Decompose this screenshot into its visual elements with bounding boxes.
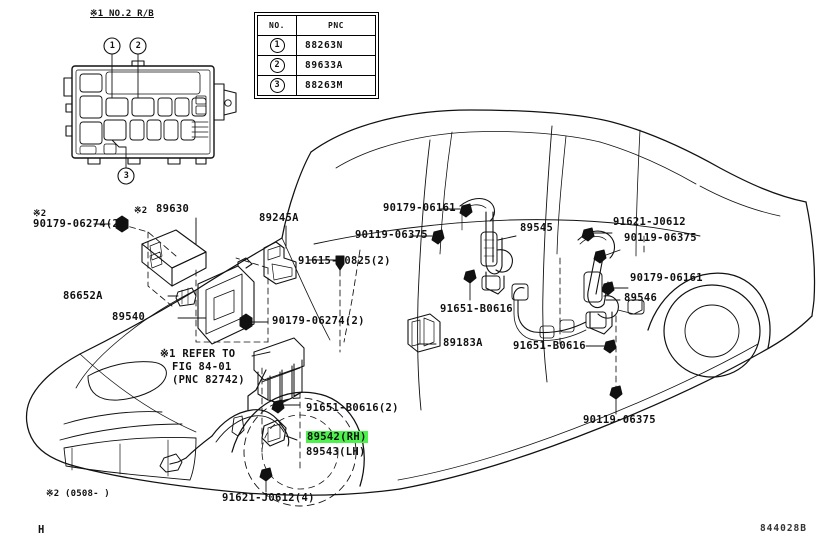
component-89540 xyxy=(197,257,255,345)
row-number-cell: 1 xyxy=(257,35,297,56)
label-refer-line1: ※1 REFER TO xyxy=(160,348,236,360)
component-89183A xyxy=(407,313,441,353)
label-91651-B0616-a: 91651-B0616 xyxy=(440,303,513,315)
callout-2: 2 xyxy=(135,41,142,51)
circled-number-3: 3 xyxy=(269,78,285,93)
highlighted-part-number: 89542(RH) xyxy=(306,431,368,443)
connector-82742 xyxy=(253,337,305,405)
row-pnc-cell: 88263M xyxy=(296,75,376,96)
note-variant: ※2 (0508- ) xyxy=(46,489,110,499)
label-90119-06375-b: 90119-06375 xyxy=(624,232,697,244)
front-speed-sensor-harness xyxy=(159,369,290,473)
sheet-code: 844028B xyxy=(759,523,807,534)
pnc-table: NO. PNC 1 88263N 2 89633A xyxy=(254,12,379,99)
note-2-marker-a: ※2 xyxy=(33,209,47,219)
row-pnc-cell: 89633A xyxy=(296,55,376,76)
column-header-no: NO. xyxy=(257,15,297,36)
pnc-table-grid: NO. PNC 1 88263N 2 89633A xyxy=(257,15,376,96)
sensor-89545 xyxy=(459,197,513,295)
note-2-marker-b: ※2 xyxy=(134,206,148,216)
label-89540: 89540 xyxy=(112,311,146,323)
label-89546: 89546 xyxy=(624,292,658,304)
sensor-89546 xyxy=(511,230,645,341)
fastener-symbols xyxy=(93,203,629,493)
column-header-pnc: PNC xyxy=(296,15,376,36)
sheet-letter: H xyxy=(38,524,45,536)
callout-3: 3 xyxy=(123,171,130,181)
label-89183A: 89183A xyxy=(443,337,483,349)
row-number-cell: 2 xyxy=(257,55,297,76)
table-row: 2 89633A xyxy=(257,55,376,76)
label-90119-06375-c: 90119-06375 xyxy=(583,414,656,426)
label-89630: 89630 xyxy=(156,203,190,215)
label-90179-06161-b: 90179-06161 xyxy=(630,272,703,284)
table-header-row: NO. PNC xyxy=(257,15,376,36)
circled-number-2: 2 xyxy=(269,58,285,73)
label-90179-06274-b: 90179-06274(2) xyxy=(272,315,365,327)
component-89630 xyxy=(141,229,207,287)
circled-number-1: 1 xyxy=(269,38,285,53)
label-86652A: 86652A xyxy=(63,290,103,302)
row-pnc-cell: 88263N xyxy=(296,35,376,56)
label-refer-line2: FIG 84-01 xyxy=(172,361,232,373)
note-no2-rb: ※1 NO.2 R/B xyxy=(90,9,154,19)
callout-1: 1 xyxy=(109,41,116,51)
label-91651-B0616-c: 91651-B0616(2) xyxy=(306,402,399,414)
car-body-outline xyxy=(25,109,816,507)
fuse-box-detail xyxy=(63,37,237,185)
leader-lines xyxy=(167,217,621,441)
label-89543-lh: 89543(LH) xyxy=(306,446,366,458)
label-91621-J0612-b: 91621-J0612(4) xyxy=(222,492,315,504)
row-number-cell: 3 xyxy=(257,75,297,96)
label-89245A: 89245A xyxy=(259,212,299,224)
label-91651-B0616-b: 91651-B0616 xyxy=(513,340,586,352)
table-row: 3 88263M xyxy=(257,75,376,96)
label-91615-60825: 91615-60825(2) xyxy=(298,255,391,267)
component-89245A xyxy=(263,241,297,285)
label-90119-06375-a: 90119-06375 xyxy=(355,229,428,241)
label-90179-06274-a: 90179-06274(2) xyxy=(33,218,126,230)
label-refer-line3: (PNC 82742) xyxy=(172,374,245,386)
table-row: 1 88263N xyxy=(257,35,376,56)
label-89545: 89545 xyxy=(520,222,554,234)
label-90179-06161-a: 90179-06161 xyxy=(383,202,456,214)
label-91621-J0612-a: 91621-J0612 xyxy=(613,216,686,228)
label-89542-rh: 89542(RH) xyxy=(306,431,368,443)
